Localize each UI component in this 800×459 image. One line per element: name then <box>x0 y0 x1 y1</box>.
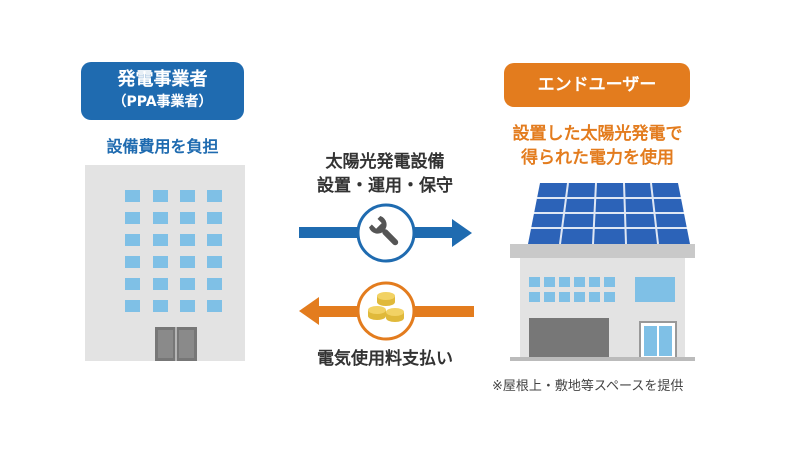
enduser-windows <box>529 277 675 302</box>
flow-to-user-label-line2: 設置・運用・保守 <box>317 176 453 196</box>
flow-to-provider-label: 電気使用料支払い <box>317 349 453 369</box>
enduser-note: ※屋根上・敷地等スペースを提供 <box>492 379 684 394</box>
arrow-to-enduser <box>299 203 472 263</box>
provider-subtitle: （PPA事業者） <box>112 94 213 110</box>
provider-description: 設備費用を負担 <box>106 137 219 156</box>
garage-door <box>529 318 609 358</box>
provider-title: 発電事業者 <box>117 69 208 90</box>
flow-to-user-label: 太陽光発電設備 設置・運用・保守 <box>290 150 480 198</box>
enduser-description: 設置した太陽光発電で 得られた電力を使用 <box>480 122 715 170</box>
office-building <box>85 165 245 361</box>
enduser-description-line2: 得られた電力を使用 <box>521 148 674 168</box>
building-windows <box>125 190 222 312</box>
wrench-icon <box>369 216 399 246</box>
enduser-description-line1: 設置した太陽光発電で <box>512 124 683 144</box>
flow-to-user-label-line1: 太陽光発電設備 <box>325 152 445 172</box>
arrow-to-provider <box>299 281 474 341</box>
coins-icon <box>368 292 404 322</box>
provider-badge: 発電事業者 （PPA事業者） <box>81 62 244 120</box>
roof-ledge <box>510 244 695 258</box>
enduser-badge: エンドユーザー <box>504 63 690 107</box>
enduser-building <box>510 182 695 361</box>
